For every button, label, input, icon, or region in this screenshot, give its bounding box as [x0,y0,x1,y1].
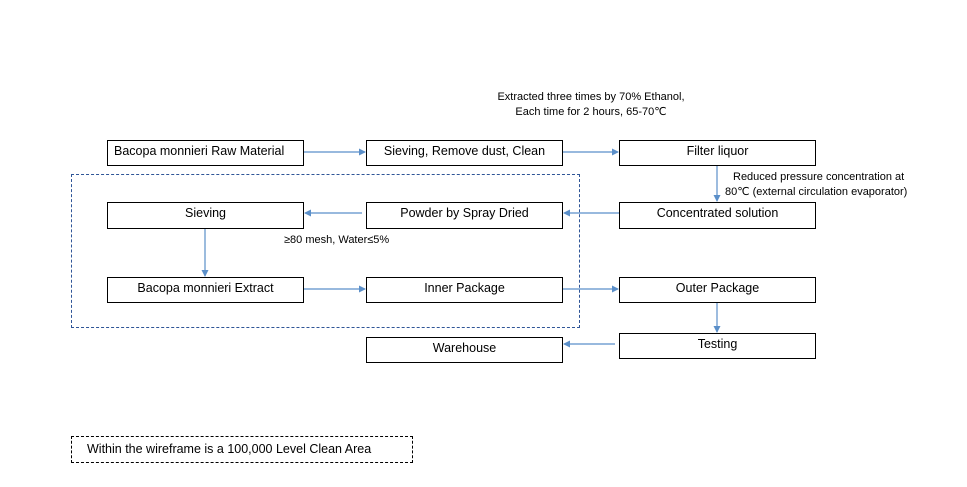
clean-area-wireframe [71,174,580,328]
node-raw-material: Bacopa monnieri Raw Material [107,140,304,166]
node-outer-package: Outer Package [619,277,816,303]
node-warehouse: Warehouse [366,337,563,363]
note-concentration-line2: 80℃ (external circulation evaporator) [725,185,908,198]
arrow-group [201,148,721,348]
node-sieving: Sieving [107,202,304,229]
node-inner-package: Inner Package [366,277,563,303]
clean-area-legend: Within the wireframe is a 100,000 Level … [71,436,413,463]
node-concentrated-solution: Concentrated solution [619,202,816,229]
note-extraction: Extracted three times by 70% Ethanol, Ea… [486,90,696,120]
node-extract: Bacopa monnieri Extract [107,277,304,303]
node-filter-liquor: Filter liquor [619,140,816,166]
note-extraction-line1: Extracted three times by 70% Ethanol, [497,91,685,103]
note-sieving-spec: ≥80 mesh, Water≤5% [284,234,390,246]
note-concentration-line1: Reduced pressure concentration at [733,171,905,183]
node-testing: Testing [619,333,816,359]
node-spray-dried: Powder by Spray Dried [366,202,563,229]
node-sieving-clean: Sieving, Remove dust, Clean [366,140,563,166]
note-concentration: Reduced pressure concentration at 80℃ (e… [725,170,907,200]
note-extraction-line2: Each time for 2 hours, 65-70℃ [515,105,667,118]
